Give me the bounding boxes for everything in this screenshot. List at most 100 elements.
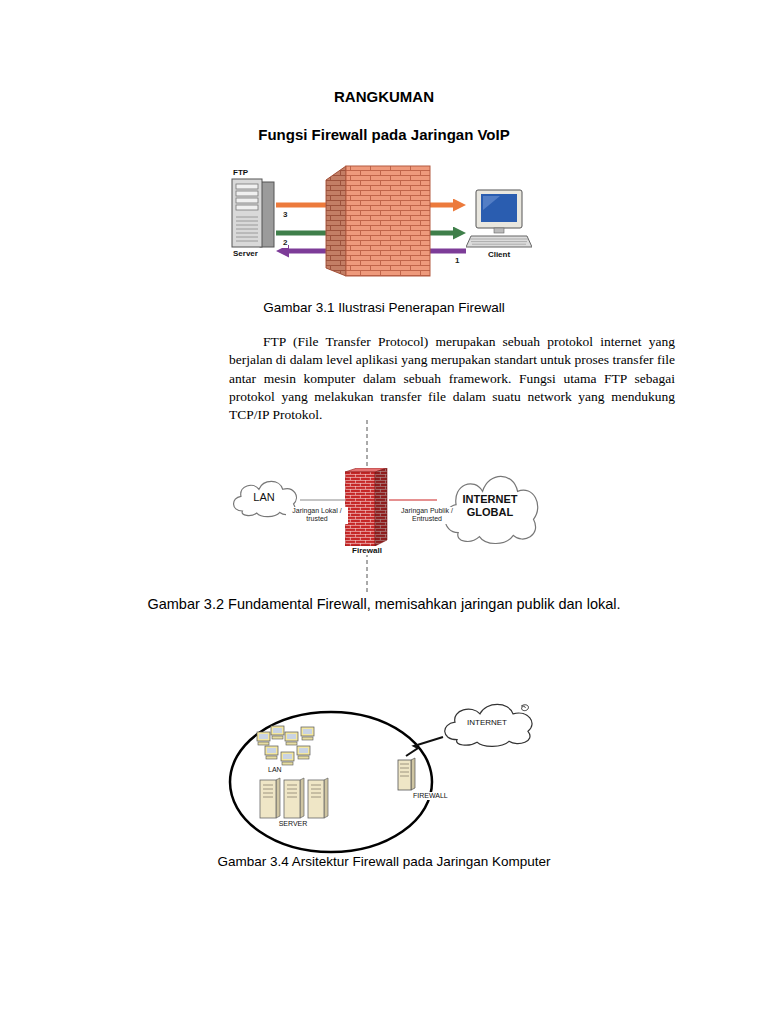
drive-slot [263, 797, 273, 798]
brick-wall [346, 166, 430, 276]
monitor-stand [494, 228, 504, 233]
pc-monitor [265, 746, 278, 755]
node-label: INTERNET [467, 718, 507, 727]
connector-arrow [389, 500, 437, 501]
server-tower [308, 780, 324, 818]
pc-monitor [301, 727, 314, 736]
callout-number: 1 [454, 256, 460, 266]
drive-bay [236, 191, 258, 196]
vent-line [236, 217, 258, 218]
firewall-side [411, 758, 415, 790]
pc-screen [273, 728, 282, 733]
drive-slot [287, 793, 297, 794]
wall-side [326, 166, 346, 276]
drive-slot [287, 785, 297, 786]
pc-monitor [281, 752, 294, 761]
node-icon [345, 468, 389, 546]
node-icon [230, 177, 276, 249]
drive-slot [287, 789, 297, 790]
vent-line [236, 233, 258, 234]
server-body [232, 179, 262, 247]
node-label: INTERNET GLOBAL [455, 493, 525, 518]
server-node: FTP Server [230, 168, 276, 258]
node-label: LAN [253, 491, 274, 504]
callout-number: 3 [282, 210, 288, 220]
drive-slot [287, 797, 297, 798]
server-side [324, 778, 328, 818]
node-icon [256, 724, 316, 766]
monitor-frame [476, 190, 522, 228]
figure-caption: Gambar 3.1 Ilustrasi Penerapan Firewall [134, 300, 634, 316]
drive-slot [400, 772, 409, 773]
pc-screen [267, 748, 276, 753]
pc-base [272, 736, 283, 739]
internet-cloud: INTERNET [437, 698, 537, 748]
figure-caption: Gambar 3.2 Fundamental Firewall, memisah… [84, 596, 684, 613]
server-side [300, 778, 304, 818]
node-icon [396, 756, 416, 792]
drive-slot [311, 793, 321, 794]
drive-slot [400, 776, 409, 777]
server-tower [260, 780, 276, 818]
pc-screen [283, 754, 292, 759]
drive-bay [236, 198, 258, 203]
internet-cloud: INTERNET GLOBAL [437, 466, 543, 546]
keyboard [466, 236, 532, 247]
server-node: SERVER [256, 776, 330, 828]
link-label: Jaringan Lokal / trusted [286, 507, 348, 524]
drive-slot [400, 768, 409, 769]
cloud-outline [445, 476, 538, 543]
callout-number: 2 [282, 238, 288, 248]
pc-base [258, 742, 269, 745]
pc-monitor [257, 732, 270, 741]
body-paragraph: FTP (File Transfer Protocol) merupakan s… [229, 333, 675, 424]
drive-slot [311, 797, 321, 798]
cloud-swirl [521, 705, 528, 711]
node-label: Server [233, 249, 258, 258]
node-label: SERVER [279, 820, 308, 828]
link-label: Jaringan Publik / Entrusted [395, 507, 459, 524]
vent-line [236, 229, 258, 230]
drive-slot [263, 789, 273, 790]
cloud-outline [445, 704, 532, 746]
wall-shade [375, 468, 387, 546]
connector-arrow [300, 500, 345, 501]
screen-glare [483, 196, 500, 210]
lan-node: LAN [256, 724, 316, 774]
monitor-screen [481, 194, 517, 222]
drive-slot [263, 785, 273, 786]
pc-base [286, 742, 297, 745]
node-icon [466, 188, 532, 250]
pc-base [266, 756, 277, 759]
vent-line [236, 237, 258, 238]
pc-screen [303, 729, 312, 734]
pc-base [298, 756, 309, 759]
node-label: Firewall [351, 546, 383, 555]
node-icon [256, 776, 330, 820]
drive-slot [400, 764, 409, 765]
server-side [276, 778, 280, 818]
pc-monitor [271, 726, 284, 735]
node-label: FTP [233, 168, 248, 177]
wall-shade [326, 166, 346, 276]
vent-line [236, 221, 258, 222]
key-row [472, 244, 526, 245]
network-boundary [230, 712, 432, 852]
pc-monitor [297, 746, 310, 755]
pc-base [282, 762, 293, 765]
server-tower [284, 780, 300, 818]
drive-bay [236, 205, 258, 210]
brick-wall [345, 472, 375, 546]
firewall-node: Firewall [345, 468, 389, 555]
client-node: Client [466, 188, 532, 259]
drive-slot [263, 793, 273, 794]
page-title: RANGKUMAN [184, 88, 584, 105]
vent-line [236, 241, 258, 242]
node-label: FIREWALL [412, 792, 449, 800]
drive-bay [236, 184, 258, 189]
key-row [471, 241, 527, 242]
node-label: LAN [268, 766, 282, 774]
firewall-node: FIREWALL [396, 756, 449, 800]
subtitle: Fungsi Firewall pada Jaringan VoIP [134, 126, 634, 143]
